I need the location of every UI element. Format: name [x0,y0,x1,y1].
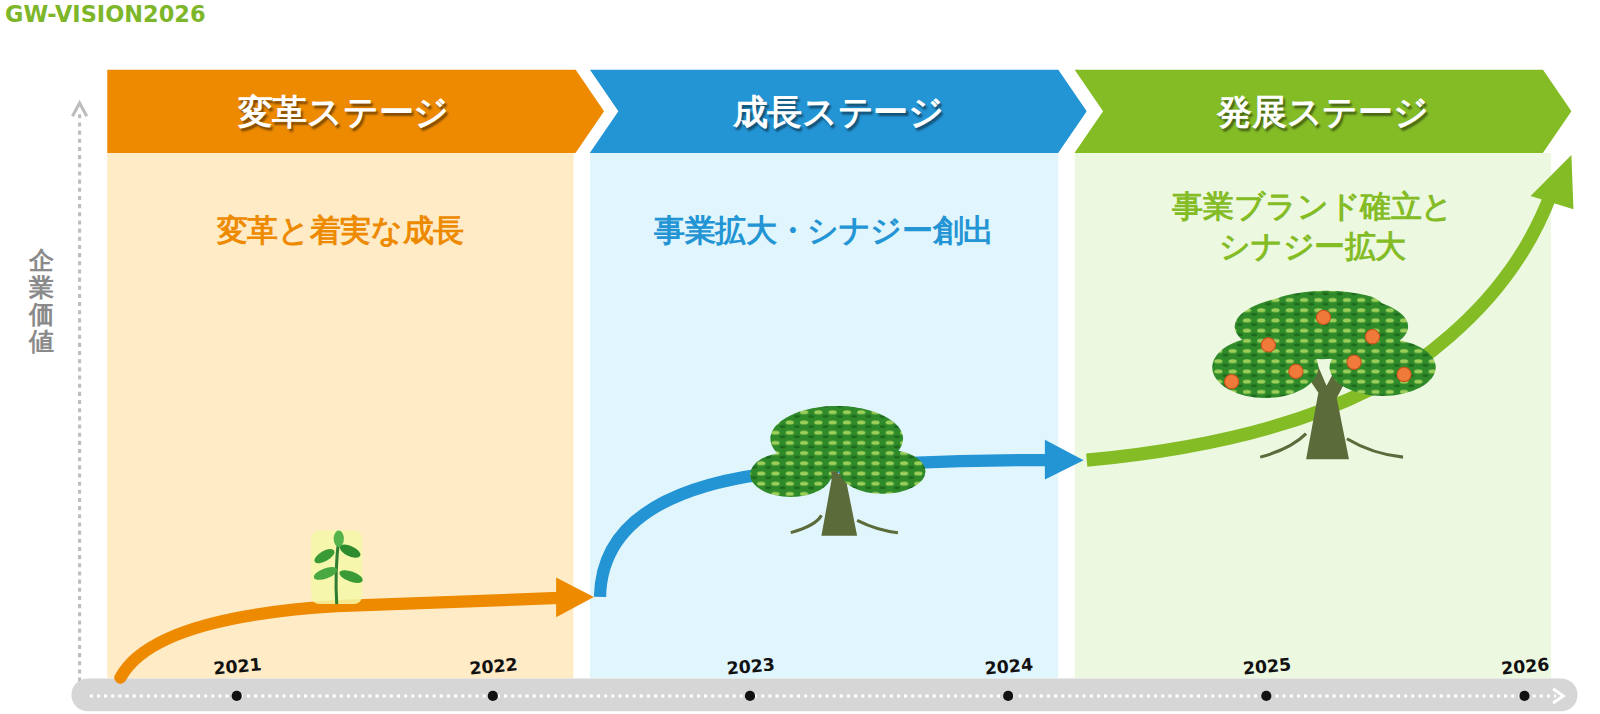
stage-header: 成長ステージ [624,90,1052,137]
year-label: 2025 [1242,654,1292,679]
growth-arrowhead [1531,155,1574,209]
stage-shape [590,69,1087,678]
stage-shape [107,69,604,678]
y-axis [78,110,81,681]
timeline-bar [71,679,1577,712]
growth-arrowhead [556,578,594,618]
growth-arrow [600,460,1049,597]
diagram-title: GW-VISION2026 [5,2,205,28]
fruit-tree-icon [1212,291,1435,459]
stage-subtitle: 変革と着実な成長 [117,210,563,250]
year-label: 2021 [212,654,262,679]
stage-subtitle: 事業拡大・シナジー創出 [600,210,1048,250]
year-label: 2024 [983,654,1033,679]
growth-arrow [1087,194,1551,460]
year-label: 2023 [725,654,775,679]
stage-shape [1074,69,1571,678]
stage-column: 成長ステージ事業拡大・シナジー創出 [590,69,1087,678]
sprout-icon [311,531,364,604]
year-dots [232,691,1530,701]
stage-subtitle: 事業ブランド確立と シナジー拡大 [1160,187,1466,267]
timeline-dots [90,694,1556,697]
stage-column: 発展ステージ事業ブランド確立と シナジー拡大 [1074,69,1571,678]
timeline-head [1553,689,1563,703]
stage-column: 変革ステージ変革と着実な成長 [107,69,604,678]
tree-icon [750,406,926,536]
stage-header: 変革ステージ [117,90,569,137]
year-label: 2026 [1500,654,1550,679]
y-axis-head [72,103,86,116]
year-label: 2022 [468,654,518,679]
growth-arrowhead [1045,440,1084,480]
stage-header: 発展ステージ [1109,90,1537,137]
axis-label: 企業価値 [29,248,53,356]
